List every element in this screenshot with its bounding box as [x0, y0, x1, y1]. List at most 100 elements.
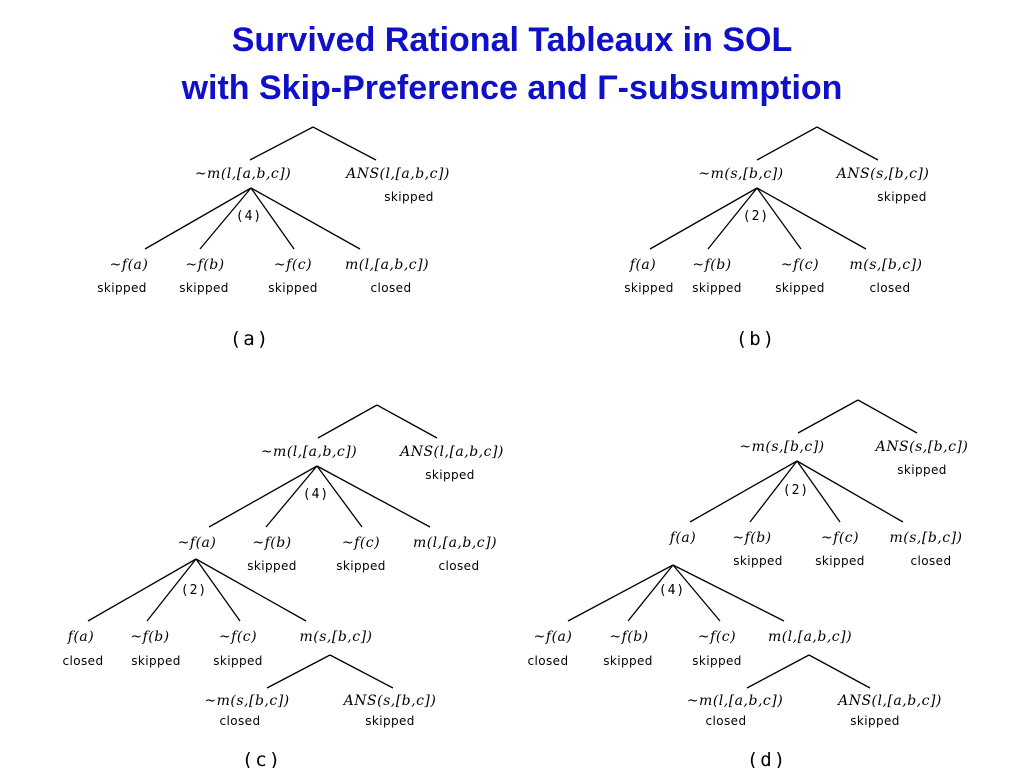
formula-node: ANS(l,[a,b,c]): [398, 444, 504, 460]
formula-node: m(l,[a,b,c]): [768, 629, 852, 645]
status-label: closed: [870, 281, 911, 295]
formula-node: ~f(c): [342, 535, 380, 551]
panel-c: ~m(l,[a,b,c]) ANS(l,[a,b,c]) skipped (4)…: [63, 404, 504, 768]
edge: [816, 126, 879, 161]
branch-number: (4): [659, 583, 685, 598]
status-label: skipped: [384, 190, 434, 204]
edge: [808, 654, 871, 689]
formula-node: ~m(l,[a,b,c]): [687, 693, 783, 709]
formula-node: ~f(c): [781, 257, 819, 273]
branch-number: (4): [236, 209, 262, 224]
edge: [316, 465, 431, 528]
formula-node: ~f(b): [609, 629, 648, 645]
formula-node: f(a): [67, 629, 94, 645]
edge: [689, 460, 798, 523]
formula-node: ~m(s,[b,c]): [698, 166, 783, 182]
edge: [329, 654, 394, 689]
branch-number: (2): [743, 209, 769, 224]
status-label: skipped: [365, 714, 415, 728]
edge: [746, 654, 810, 689]
status-label: skipped: [268, 281, 318, 295]
edge: [317, 404, 378, 439]
formula-node: m(l,[a,b,c]): [345, 257, 429, 273]
edge: [266, 654, 331, 689]
edge: [250, 187, 361, 250]
formula-node: ~m(l,[a,b,c]): [261, 444, 357, 460]
status-label: closed: [220, 714, 261, 728]
formula-node: m(s,[b,c]): [849, 257, 922, 273]
status-label: closed: [706, 714, 747, 728]
status-label: skipped: [336, 559, 386, 573]
edge: [312, 126, 377, 161]
edge: [672, 564, 785, 622]
formula-node: ANS(l,[a,b,c]): [344, 166, 450, 182]
edge: [195, 558, 307, 622]
formula-node: ~f(b): [692, 257, 731, 273]
formula-node: ~f(c): [821, 530, 859, 546]
status-label: skipped: [733, 554, 783, 568]
formula-node: ANS(s,[b,c]): [835, 166, 930, 182]
status-label: skipped: [850, 714, 900, 728]
panel-a: ~m(l,[a,b,c]) ANS(l,[a,b,c]) skipped (4)…: [97, 126, 450, 350]
formula-node: ~f(a): [110, 257, 149, 273]
formula-node: ANS(s,[b,c]): [874, 439, 969, 455]
edge: [195, 558, 241, 622]
formula-node: f(a): [629, 257, 656, 273]
status-label: skipped: [179, 281, 229, 295]
formula-node: ~f(a): [178, 535, 217, 551]
page-title-line-2: with Skip-Preference and Γ-subsumption: [181, 69, 843, 107]
edge: [707, 187, 758, 250]
formula-node: ~f(b): [130, 629, 169, 645]
status-label: skipped: [877, 190, 927, 204]
formula-node: ~m(s,[b,c]): [204, 693, 289, 709]
edge: [749, 460, 798, 523]
panel-b: ~m(s,[b,c]) ANS(s,[b,c]) skipped (2) f(a…: [624, 126, 930, 350]
edge: [250, 187, 295, 250]
edge: [146, 558, 197, 622]
edge: [796, 460, 904, 523]
formula-node: ~m(l,[a,b,c]): [195, 166, 291, 182]
edge: [199, 187, 252, 250]
status-label: closed: [371, 281, 412, 295]
status-label: closed: [439, 559, 480, 573]
status-label: skipped: [131, 654, 181, 668]
status-label: closed: [528, 654, 569, 668]
edge: [672, 564, 721, 622]
formula-node: f(a): [669, 530, 696, 546]
panel-caption: (a): [230, 328, 270, 350]
edge: [376, 404, 438, 439]
status-label: closed: [911, 554, 952, 568]
edge: [265, 465, 318, 528]
status-label: skipped: [213, 654, 263, 668]
edge: [208, 465, 318, 528]
formula-node: ANS(l,[a,b,c]): [836, 693, 942, 709]
panel-caption: (b): [736, 328, 776, 350]
branch-number: (2): [783, 483, 809, 498]
status-label: skipped: [97, 281, 147, 295]
edge: [797, 399, 859, 434]
edge: [144, 187, 252, 250]
formula-node: m(s,[b,c]): [889, 530, 962, 546]
status-label: skipped: [775, 281, 825, 295]
edge: [756, 126, 818, 161]
page-title-line-1: Survived Rational Tableaux in SOL: [231, 21, 793, 59]
formula-node: ~f(c): [274, 257, 312, 273]
edge: [567, 564, 674, 622]
panel-caption: (d): [747, 749, 787, 768]
branch-number: (4): [303, 487, 329, 502]
formula-node: ~f(b): [185, 257, 224, 273]
edge: [87, 558, 197, 622]
edge: [796, 460, 841, 523]
formula-node: ANS(s,[b,c]): [342, 693, 437, 709]
formula-node: ~f(b): [732, 530, 771, 546]
status-label: skipped: [425, 468, 475, 482]
formula-node: m(s,[b,c]): [299, 629, 372, 645]
status-label: skipped: [603, 654, 653, 668]
status-label: skipped: [624, 281, 674, 295]
status-label: skipped: [815, 554, 865, 568]
branch-number: (2): [181, 583, 207, 598]
formula-node: ~f(c): [219, 629, 257, 645]
formula-node: ~f(c): [698, 629, 736, 645]
edge: [249, 126, 314, 161]
edge: [649, 187, 758, 250]
